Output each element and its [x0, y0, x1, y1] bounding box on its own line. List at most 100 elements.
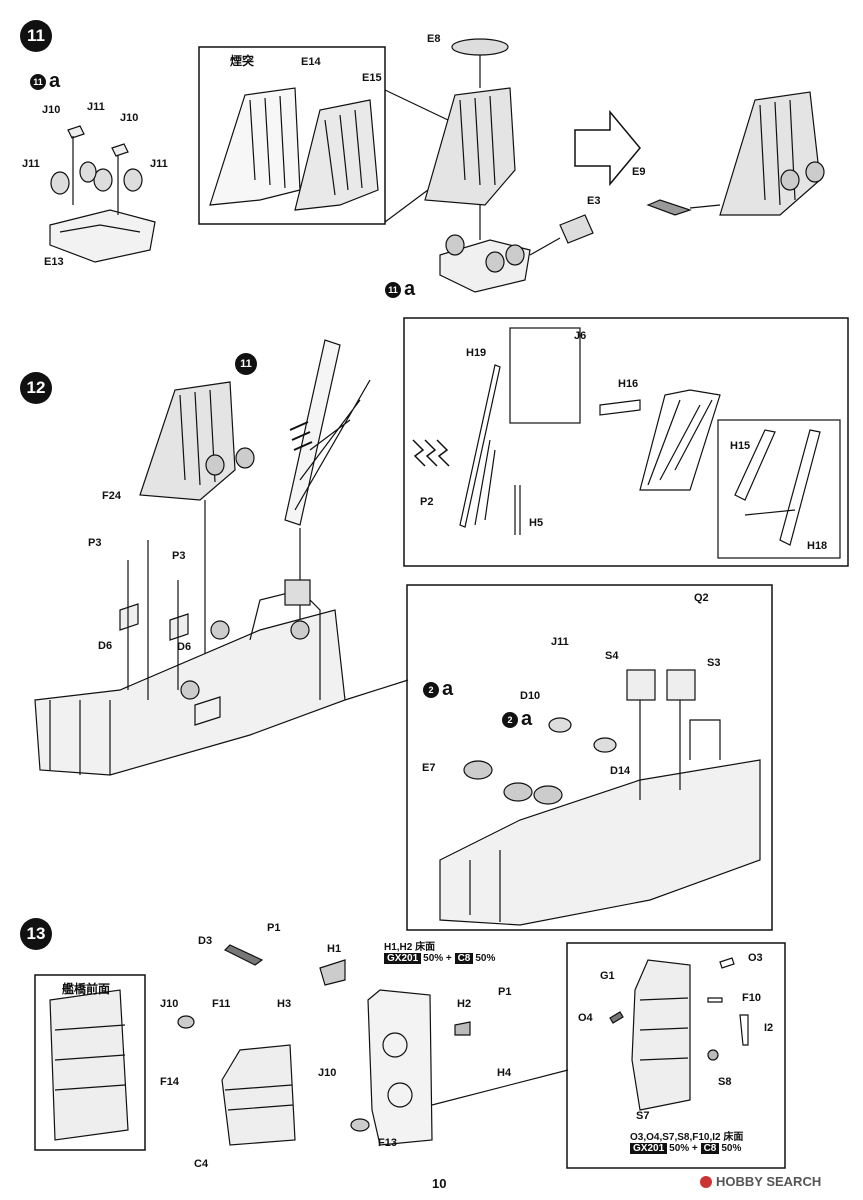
part-label: P1: [267, 922, 281, 934]
watermark-text: HOBBY SEARCH: [716, 1174, 822, 1189]
part-label: D6: [177, 641, 192, 653]
part-label: F14: [160, 1076, 179, 1088]
part-label: J11: [551, 636, 569, 648]
hull-superstructure-drawing: [34, 540, 346, 776]
part-label: D10: [520, 690, 541, 702]
part-label: F24: [102, 490, 121, 502]
paint-pct: 50% +: [423, 953, 452, 964]
part-label: D14: [610, 765, 631, 777]
part-label: E13: [44, 256, 64, 268]
step-11-badge: 11: [20, 20, 52, 52]
paint-pct: 50% +: [669, 1143, 698, 1154]
part-label: S3: [707, 657, 721, 669]
step-2a-dot: 2: [423, 681, 439, 698]
part-label: H3: [277, 998, 292, 1010]
step-2a-dot: 2: [502, 711, 518, 728]
part-label: J6: [574, 330, 587, 342]
part-label: J11: [87, 101, 105, 113]
part-label: I2: [764, 1022, 774, 1034]
part-label: H15: [730, 440, 751, 452]
paint-code: GX201: [384, 953, 422, 964]
part-label: H19: [466, 347, 487, 359]
e13-base-drawing: [49, 125, 156, 263]
part-label: O4: [578, 1012, 593, 1024]
watermark: HOBBY SEARCH: [700, 1174, 821, 1189]
part-label: S8: [718, 1076, 732, 1088]
funnel-ref-drawing: [139, 381, 255, 680]
paint-code: GX201: [630, 1143, 668, 1154]
part-label: H5: [529, 517, 544, 529]
paint-code: C8: [454, 953, 474, 964]
step-11a-dot: 11: [30, 73, 46, 90]
part-label: H1: [327, 943, 342, 955]
part-label: S7: [636, 1110, 650, 1122]
part-label: O3: [748, 952, 763, 964]
bridge-parts-drawing: [177, 944, 569, 1146]
part-label: E7: [422, 762, 436, 774]
part-label: P2: [420, 496, 434, 508]
mast-drawing: [284, 339, 371, 650]
part-label: G1: [600, 970, 615, 982]
part-label: J11: [150, 158, 168, 170]
step-11-ref-badge: 11: [235, 353, 257, 375]
part-label: J10: [160, 998, 179, 1010]
part-label: J10: [42, 104, 61, 116]
step-2a-ref: 2 a: [502, 708, 532, 731]
step-11a-label: 11 a: [30, 70, 60, 93]
part-label: F11: [212, 998, 231, 1010]
part-label: J11: [22, 158, 40, 170]
part-label: E14: [301, 56, 321, 68]
page-number: 10: [432, 1176, 447, 1191]
funnel-e15-drawing: [294, 99, 379, 211]
part-label: E3: [587, 195, 601, 207]
paint-pct: 50%: [475, 953, 496, 964]
step-11a-ref-dot: 11: [385, 281, 401, 298]
watermark-logo-icon: [700, 1175, 712, 1188]
step-2a-letter: a: [521, 708, 533, 730]
part-label: P1: [498, 986, 512, 998]
part-label: H18: [807, 540, 828, 552]
step-12-badge: 12: [20, 372, 52, 404]
part-label: D6: [98, 640, 113, 652]
paint-pct: 50%: [721, 1143, 742, 1154]
hull-detail-drawing: [439, 669, 761, 926]
part-label: E15: [362, 72, 382, 84]
bridge-top-drawing: [609, 957, 749, 1111]
part-label: D3: [198, 935, 213, 947]
funnel-assembled-drawing: [646, 91, 825, 216]
bridge-front-title: 艦橋前面: [62, 982, 111, 996]
part-label: F10: [742, 992, 761, 1004]
part-label: J10: [318, 1067, 337, 1079]
part-label: F13: [378, 1137, 397, 1149]
part-label: E9: [632, 166, 646, 178]
paint-code: C8: [700, 1143, 720, 1154]
paint-note-parts: H1,H2 床面: [384, 942, 436, 953]
part-label: S4: [605, 650, 619, 662]
funnel-main-drawing: [424, 38, 516, 240]
step-2a-ref: 2 a: [423, 678, 453, 701]
mast-parts-drawing: [412, 364, 821, 546]
funnel-e14-drawing: [209, 87, 301, 206]
step-11a-ref: 11 a: [385, 278, 415, 301]
part-label: J10: [120, 112, 139, 124]
part-label: C4: [194, 1158, 209, 1170]
funnel-box-title: 煙突: [230, 54, 255, 68]
paint-note-parts: O3,O4,S7,S8,F10,I2 床面: [630, 1132, 744, 1143]
part-label: H16: [618, 378, 639, 390]
part-label: H4: [497, 1067, 512, 1079]
step-11a-letter: a: [49, 70, 61, 92]
part-label: H2: [457, 998, 472, 1010]
step-13-badge: 13: [20, 918, 52, 950]
step-2a-letter: a: [442, 678, 454, 700]
part-label: P3: [88, 537, 102, 549]
part-label: Q2: [694, 592, 709, 604]
step-11a-ref-letter: a: [404, 278, 416, 300]
subassembly-11a-drawing: [439, 214, 594, 293]
part-label: P3: [172, 550, 186, 562]
